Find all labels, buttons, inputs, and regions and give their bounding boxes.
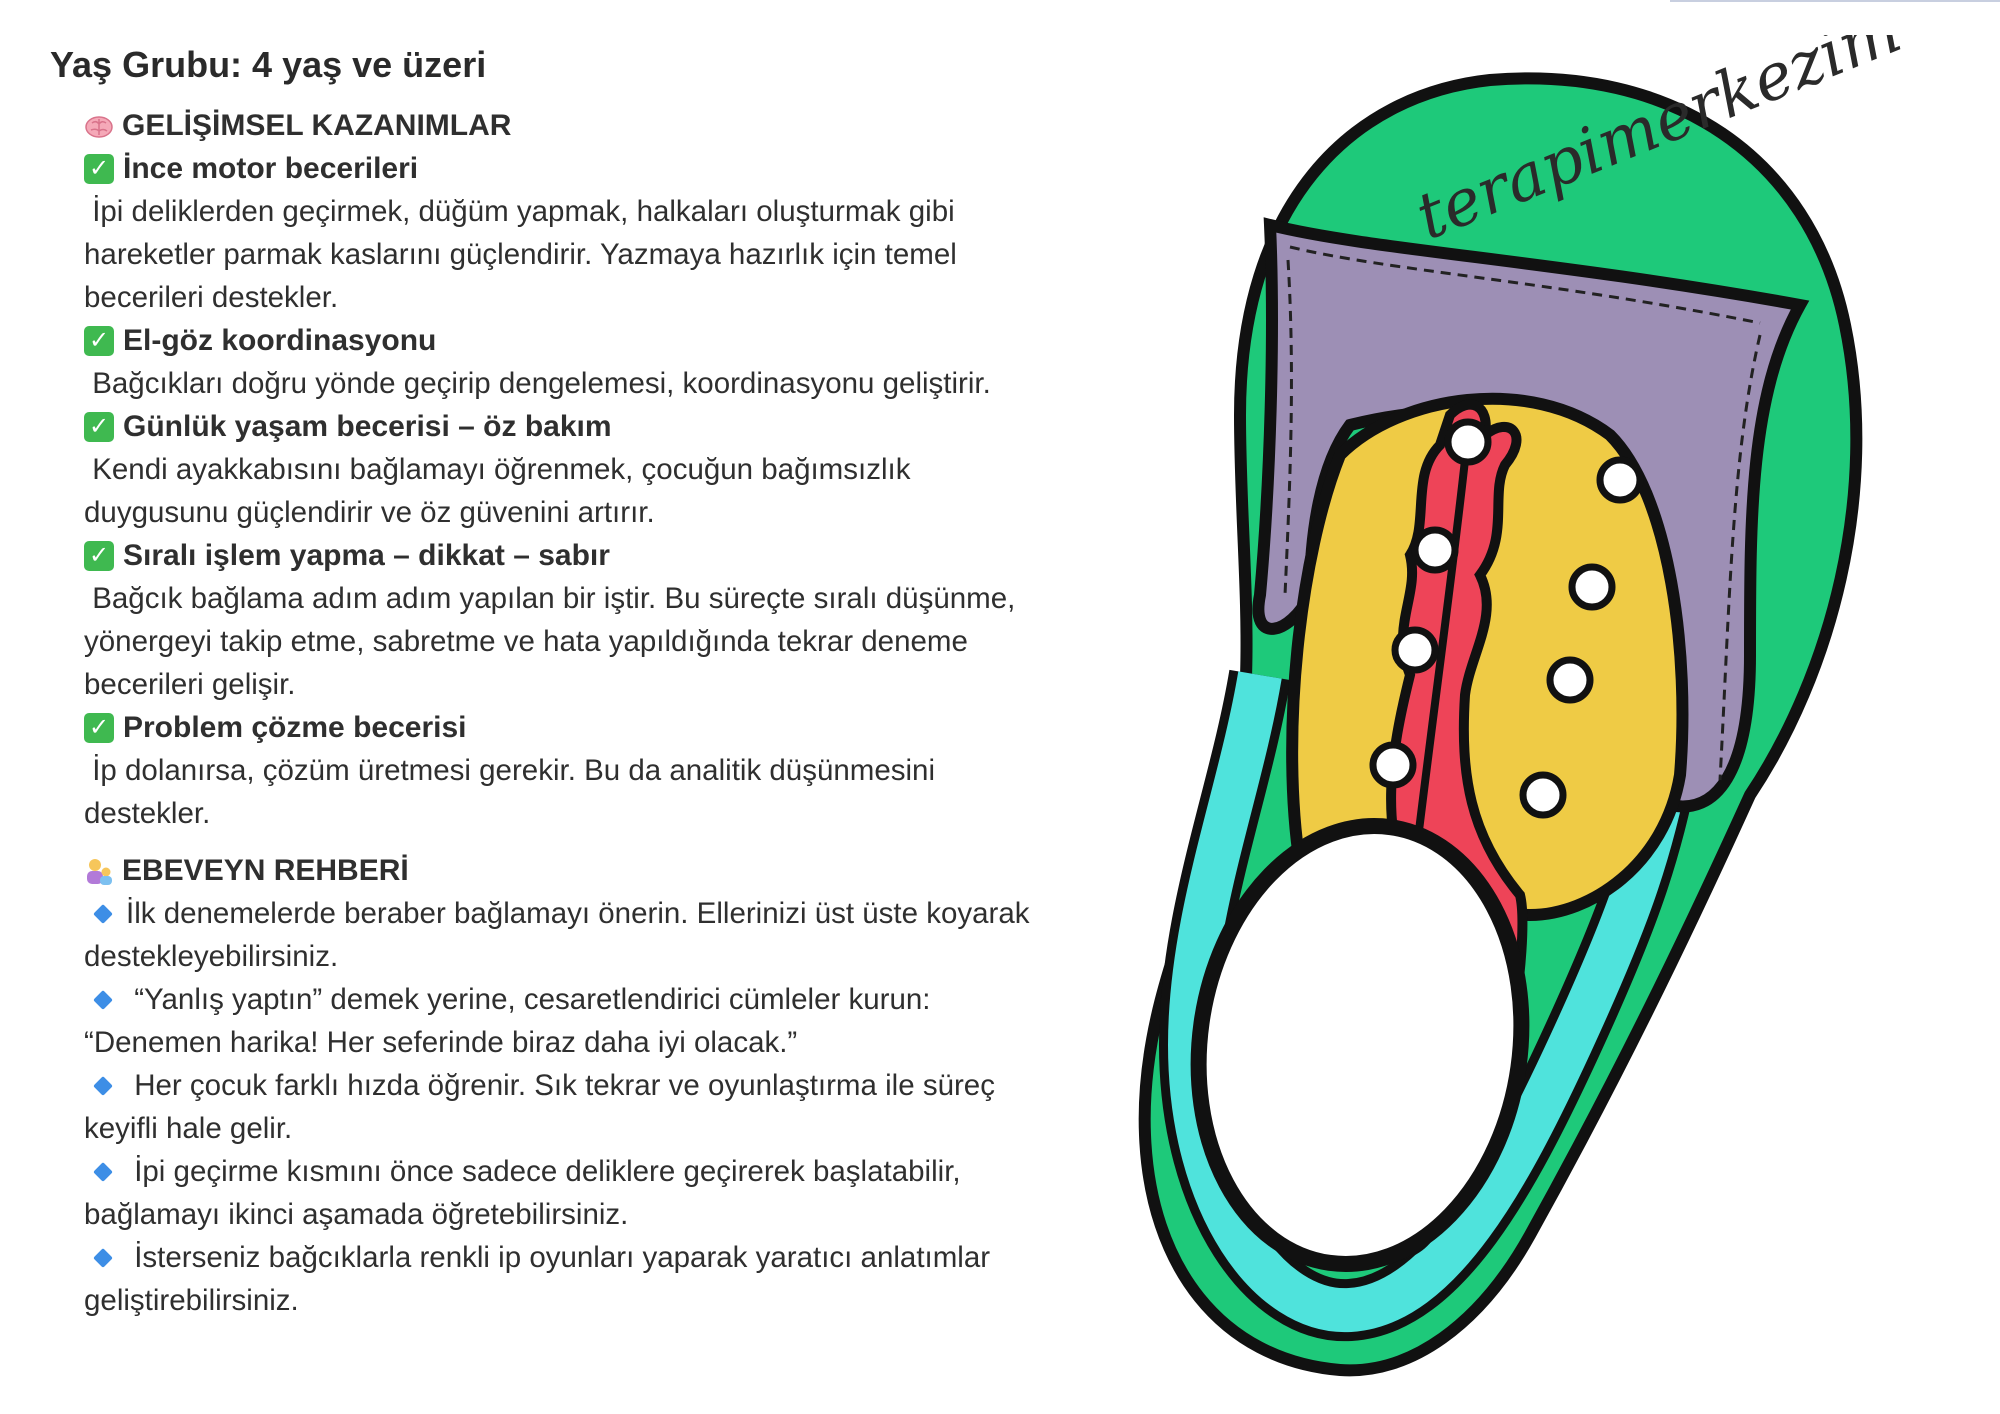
skill-item-title: ✓ Sıralı işlem yapma – dikkat – sabır [84, 534, 1160, 577]
shoe-lacing-illustration: terapimerkezim [1138, 35, 1910, 1377]
parent-guide-heading: EBEVEYN REHBERİ [84, 849, 1160, 892]
guide-tip: İsterseniz bağcıklarla renkli ip oyunlar… [84, 1241, 991, 1317]
parent-guide-section: EBEVEYN REHBERİ İlk denemelerde beraber … [84, 849, 1160, 1322]
shoe-heel-opening [1190, 818, 1530, 1272]
guide-tip: “Yanlış yaptın” demek yerine, cesaretlen… [84, 983, 931, 1059]
text-column: Yaş Grubu: 4 yaş ve üzeri GELİŞİMSEL KAZ… [50, 40, 1160, 1322]
check-icon: ✓ [84, 325, 114, 356]
diamond-bullet-icon [93, 989, 113, 1010]
check-icon: ✓ [84, 540, 114, 571]
diamond-bullet-icon [93, 903, 113, 924]
check-icon: ✓ [84, 411, 114, 442]
top-divider-line [1670, 0, 2000, 2]
skill-item-title: ✓ El-göz koordinasyonu [84, 319, 1160, 362]
shoe-eyelets [1369, 418, 1644, 819]
skill-item-description: Kendi ayakkabısını bağlamayı öğrenmek, ç… [84, 453, 911, 529]
development-title: GELİŞİMSEL KAZANIMLAR [122, 109, 512, 142]
skill-item-title: ✓ Problem çözme becerisi [84, 706, 1160, 749]
check-icon: ✓ [84, 712, 114, 743]
skill-item-description: İpi deliklerden geçirmek, düğüm yapmak, … [84, 195, 957, 314]
diamond-bullet-icon [93, 1247, 113, 1268]
skill-item-title: ✓ İnce motor becerileri [84, 147, 1160, 190]
parent-guide-title: EBEVEYN REHBERİ [122, 854, 409, 887]
family-icon [87, 858, 112, 885]
age-group-title: Yaş Grubu: 4 yaş ve üzeri [50, 44, 487, 85]
development-heading: GELİŞİMSEL KAZANIMLAR [84, 104, 1160, 147]
skill-item-description: Bağcıkları doğru yönde geçirip dengeleme… [84, 367, 991, 400]
guide-tip: İpi geçirme kısmını önce sadece delikler… [84, 1155, 961, 1231]
diamond-bullet-icon [93, 1161, 113, 1182]
brain-icon [85, 115, 113, 138]
skill-item-description: İp dolanırsa, çözüm üretmesi gerekir. Bu… [84, 754, 936, 830]
guide-tip: Her çocuk farklı hızda öğrenir. Sık tekr… [84, 1069, 995, 1145]
skill-item-description: Bağcık bağlama adım adım yapılan bir işt… [84, 582, 1016, 701]
diamond-bullet-icon [93, 1075, 113, 1096]
check-icon: ✓ [84, 153, 114, 184]
development-section: GELİŞİMSEL KAZANIMLAR ✓ İnce motor becer… [50, 104, 1160, 1322]
skill-item-title: ✓ Günlük yaşam becerisi – öz bakım [84, 405, 1160, 448]
guide-tip: İlk denemelerde beraber bağlamayı önerin… [84, 897, 1030, 973]
